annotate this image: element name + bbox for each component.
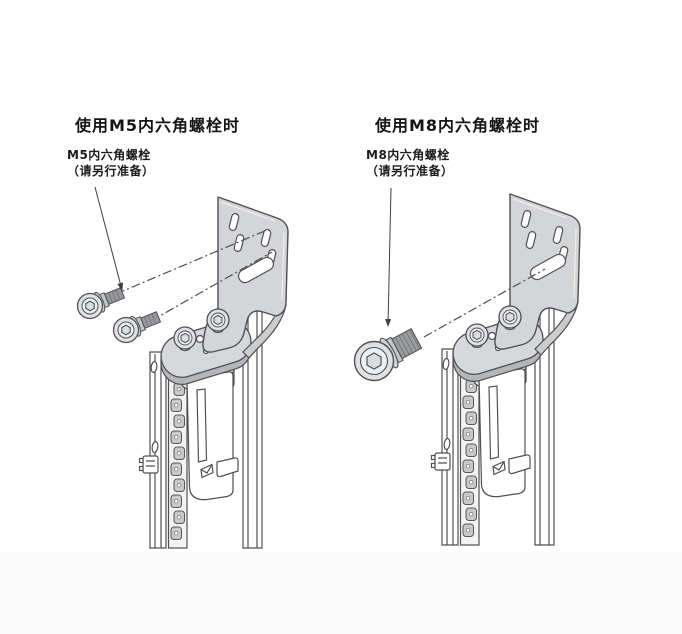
- panel-m5-heading: 使用M5内六角螺栓时: [75, 116, 241, 135]
- alignment-dashline: [115, 229, 268, 295]
- device-assembly: [140, 197, 289, 548]
- m5-bolt-label-line2: （请另行准备）: [67, 164, 155, 178]
- m8-bolt-icon: [353, 323, 425, 382]
- m5-bolt-icon: [76, 282, 128, 320]
- label-leader-arrow: [94, 186, 124, 291]
- label-leader-arrow: [385, 187, 392, 327]
- m5-bolt-icon: [112, 306, 164, 344]
- alignment-dashline: [423, 268, 546, 338]
- m8-bolt-label-line1: M8内六角螺栓: [366, 148, 450, 162]
- page-footer-strip: [0, 552, 682, 634]
- device-assembly: [432, 194, 581, 545]
- panel-m8-figure: [353, 187, 581, 545]
- m8-bolt-label: M8内六角螺栓 （请另行准备）: [366, 147, 454, 179]
- alignment-dashline: [150, 251, 273, 322]
- panel-m5-figure: [76, 186, 289, 548]
- panel-m8-heading: 使用M8内六角螺栓时: [375, 116, 541, 135]
- m8-bolt-label-line2: （请另行准备）: [366, 164, 454, 178]
- m5-bolt-label: M5内六角螺栓 （请另行准备）: [67, 147, 155, 179]
- m5-bolt-label-line1: M5内六角螺栓: [67, 148, 151, 162]
